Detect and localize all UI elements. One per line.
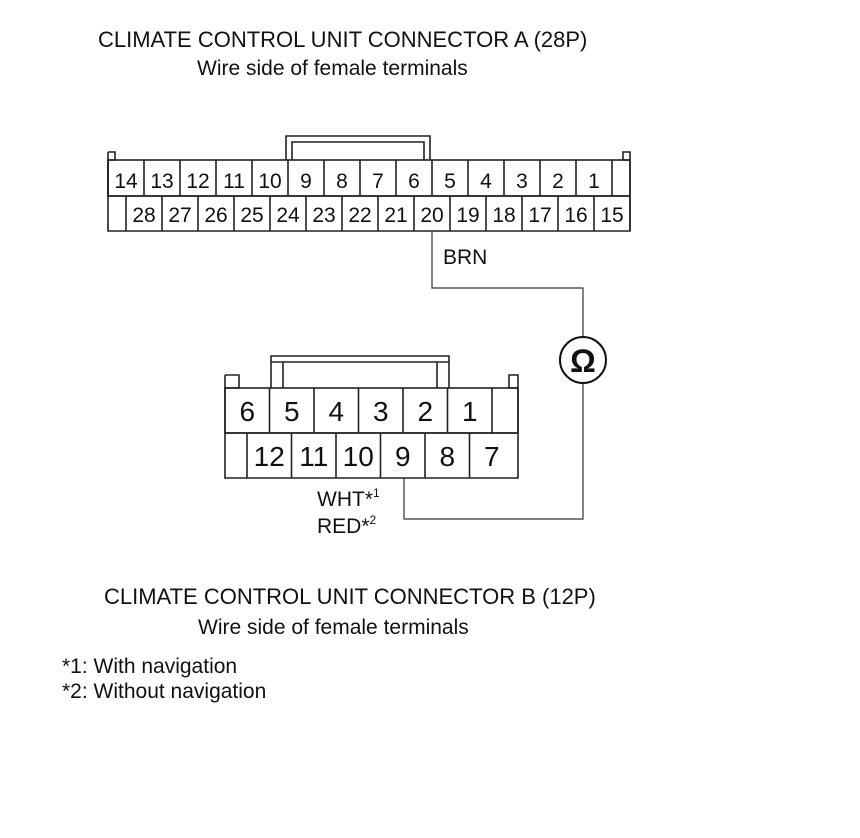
- connector-a-pin-1: 1: [588, 170, 600, 193]
- connector-b-pin-11: 11: [299, 441, 328, 472]
- connector-a-pin-12: 12: [186, 170, 209, 193]
- connector-b-pin-1: 1: [462, 396, 478, 427]
- ohm-symbol: Ω: [570, 343, 596, 379]
- footnote-1: *1: With navigation: [62, 655, 237, 678]
- connector-b-pin-5: 5: [284, 396, 300, 427]
- connector-a-pin-17: 17: [528, 204, 551, 227]
- connector-a-pin-9: 9: [300, 170, 312, 193]
- connector-a-pin-23: 23: [312, 204, 335, 227]
- connector-b-pin-12: 12: [254, 441, 285, 472]
- connector-a-pin-24: 24: [276, 204, 300, 227]
- connector-a-pin-15: 15: [600, 204, 623, 227]
- connector-b-pin-9: 9: [395, 441, 411, 472]
- connector-a-subtitle: Wire side of female terminals: [197, 57, 468, 80]
- connector-a-pin-28: 28: [132, 204, 155, 227]
- connector-b-pin-3: 3: [373, 396, 389, 427]
- connector-a-pin-7: 7: [372, 170, 384, 193]
- connector-a-pin-5: 5: [444, 170, 456, 193]
- connector-a-pin-4: 4: [480, 170, 492, 193]
- connector-a-pin-6: 6: [408, 170, 420, 193]
- footnote-2: *2: Without navigation: [62, 680, 266, 703]
- connector-a-pin-13: 13: [150, 170, 173, 193]
- connector-b-wire-color-1: WHT*1: [317, 486, 380, 511]
- connector-a-pin-21: 21: [384, 204, 407, 227]
- connector-a-pin-18: 18: [492, 204, 515, 227]
- connector-b-pin-6: 6: [239, 396, 255, 427]
- connector-a-pin-20: 20: [420, 204, 443, 227]
- connector-b-pin-2: 2: [417, 396, 433, 427]
- connector-a-pin-3: 3: [516, 170, 528, 193]
- connector-a-pin-8: 8: [336, 170, 348, 193]
- connector-a-pin-19: 19: [456, 204, 479, 227]
- connector-b-wire-color-2: RED*2: [317, 513, 377, 538]
- ohmmeter-icon: Ω: [559, 336, 607, 384]
- connector-b-pin-10: 10: [343, 441, 374, 472]
- wire-meter-to-b: [403, 384, 584, 520]
- connector-a-pin-11: 11: [223, 170, 245, 193]
- connector-a-pin-22: 22: [348, 204, 371, 227]
- connector-a-pin-14: 14: [114, 170, 138, 193]
- connector-a-pin-2: 2: [552, 170, 564, 193]
- connector-b-title: CLIMATE CONTROL UNIT CONNECTOR B (12P): [104, 584, 596, 609]
- connector-a-pin-10: 10: [258, 170, 281, 193]
- connector-b-pin-4: 4: [328, 396, 344, 427]
- connector-a-pin-26: 26: [204, 204, 227, 227]
- connector-a-pin-16: 16: [564, 204, 587, 227]
- wire-a-to-meter: [431, 231, 584, 337]
- connector-a-pin-27: 27: [168, 204, 191, 227]
- connector-b-pin-7: 7: [484, 441, 500, 472]
- connector-a-title: CLIMATE CONTROL UNIT CONNECTOR A (28P): [98, 27, 587, 52]
- connector-a-pin-25: 25: [240, 204, 263, 227]
- connector-b-pin-8: 8: [439, 441, 455, 472]
- connector-a-wire-color: BRN: [443, 246, 487, 269]
- connector-b-subtitle: Wire side of female terminals: [198, 616, 469, 639]
